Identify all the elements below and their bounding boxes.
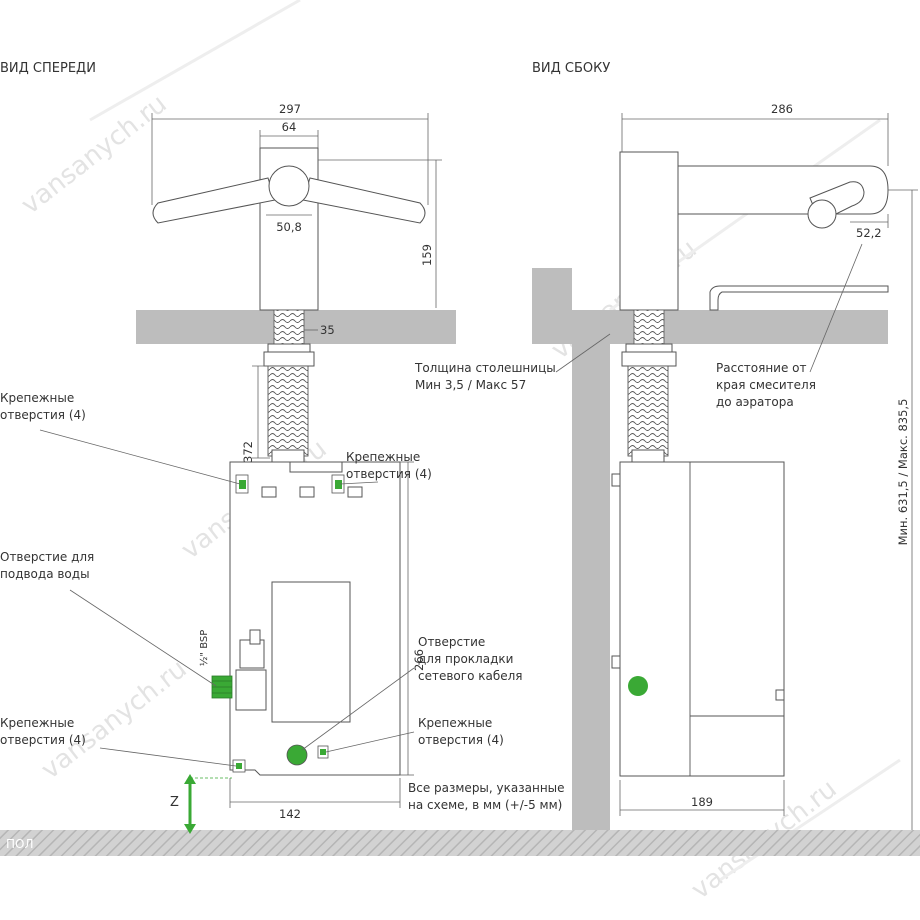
front-mount-hole-br xyxy=(320,749,326,755)
front-nut xyxy=(263,351,315,367)
dim-266: 266 xyxy=(412,649,426,671)
label-mount-bottom-left: Крепежные отверстия (4) xyxy=(0,716,86,747)
front-mount-hole-tl xyxy=(239,480,246,489)
dim-side-height: Мин. 631,5 / Макс. 835,5 xyxy=(896,399,910,546)
front-leaders xyxy=(39,429,415,767)
dim-142: 142 xyxy=(279,807,301,821)
front-right-arm xyxy=(302,177,426,224)
side-control-box xyxy=(619,461,785,777)
side-dimensions xyxy=(555,113,918,830)
dim-64: 64 xyxy=(282,120,297,134)
front-mount-hole-bl xyxy=(236,763,242,769)
front-view xyxy=(136,147,456,776)
label-mount-bottom-right: Крепежные отверстия (4) xyxy=(418,716,504,747)
dim-189: 189 xyxy=(691,795,713,809)
side-cable-hole xyxy=(628,676,648,696)
label-aerator: Расстояние от края смесителя до аэратора xyxy=(716,361,820,409)
side-faucet-body xyxy=(619,151,679,311)
front-hose xyxy=(267,365,309,457)
front-center-hub xyxy=(268,165,310,207)
dim-297: 297 xyxy=(279,102,301,116)
watermark-1: vansanych.ru xyxy=(16,89,173,221)
label-mount-top-right: Крепежные отверстия (4) xyxy=(346,450,432,481)
label-countertop: Толщина столешницы Мин 3,5 / Макс 57 xyxy=(414,361,560,392)
side-hose xyxy=(627,365,669,457)
dim-bsp: ½" BSP xyxy=(198,630,210,667)
dim-372: 372 xyxy=(241,441,255,463)
front-cable-hole xyxy=(286,744,308,766)
label-mount-top-left: Крепежные отверстия (4) xyxy=(0,391,86,422)
floor xyxy=(0,830,920,856)
floor-label: ПОЛ xyxy=(6,837,34,851)
dim-52-2: 52,2 xyxy=(856,226,882,240)
label-water-inlet: Отверстие для подвода воды xyxy=(0,550,98,581)
dim-35: 35 xyxy=(320,323,335,337)
label-cable-hole: Отверстие для прокладки сетевого кабеля xyxy=(418,635,523,683)
dim-50-8: 50,8 xyxy=(276,220,302,234)
front-mount-hole-tr xyxy=(335,480,342,489)
dim-159: 159 xyxy=(420,244,434,266)
front-inner-panel xyxy=(271,581,351,723)
side-view-header: ВИД СБОКУ xyxy=(532,61,610,76)
dim-286: 286 xyxy=(771,102,793,116)
front-dimensions xyxy=(151,113,442,834)
side-wall-countertop xyxy=(532,268,888,830)
dim-z: Z xyxy=(170,795,179,810)
front-left-arm xyxy=(152,177,276,224)
side-view xyxy=(532,151,889,830)
side-handle xyxy=(807,199,837,229)
front-view-header: ВИД СПЕРЕДИ xyxy=(0,61,96,76)
front-faucet-body xyxy=(259,147,319,311)
label-note: Все размеры, указанные на схеме, в мм (+… xyxy=(408,781,568,812)
